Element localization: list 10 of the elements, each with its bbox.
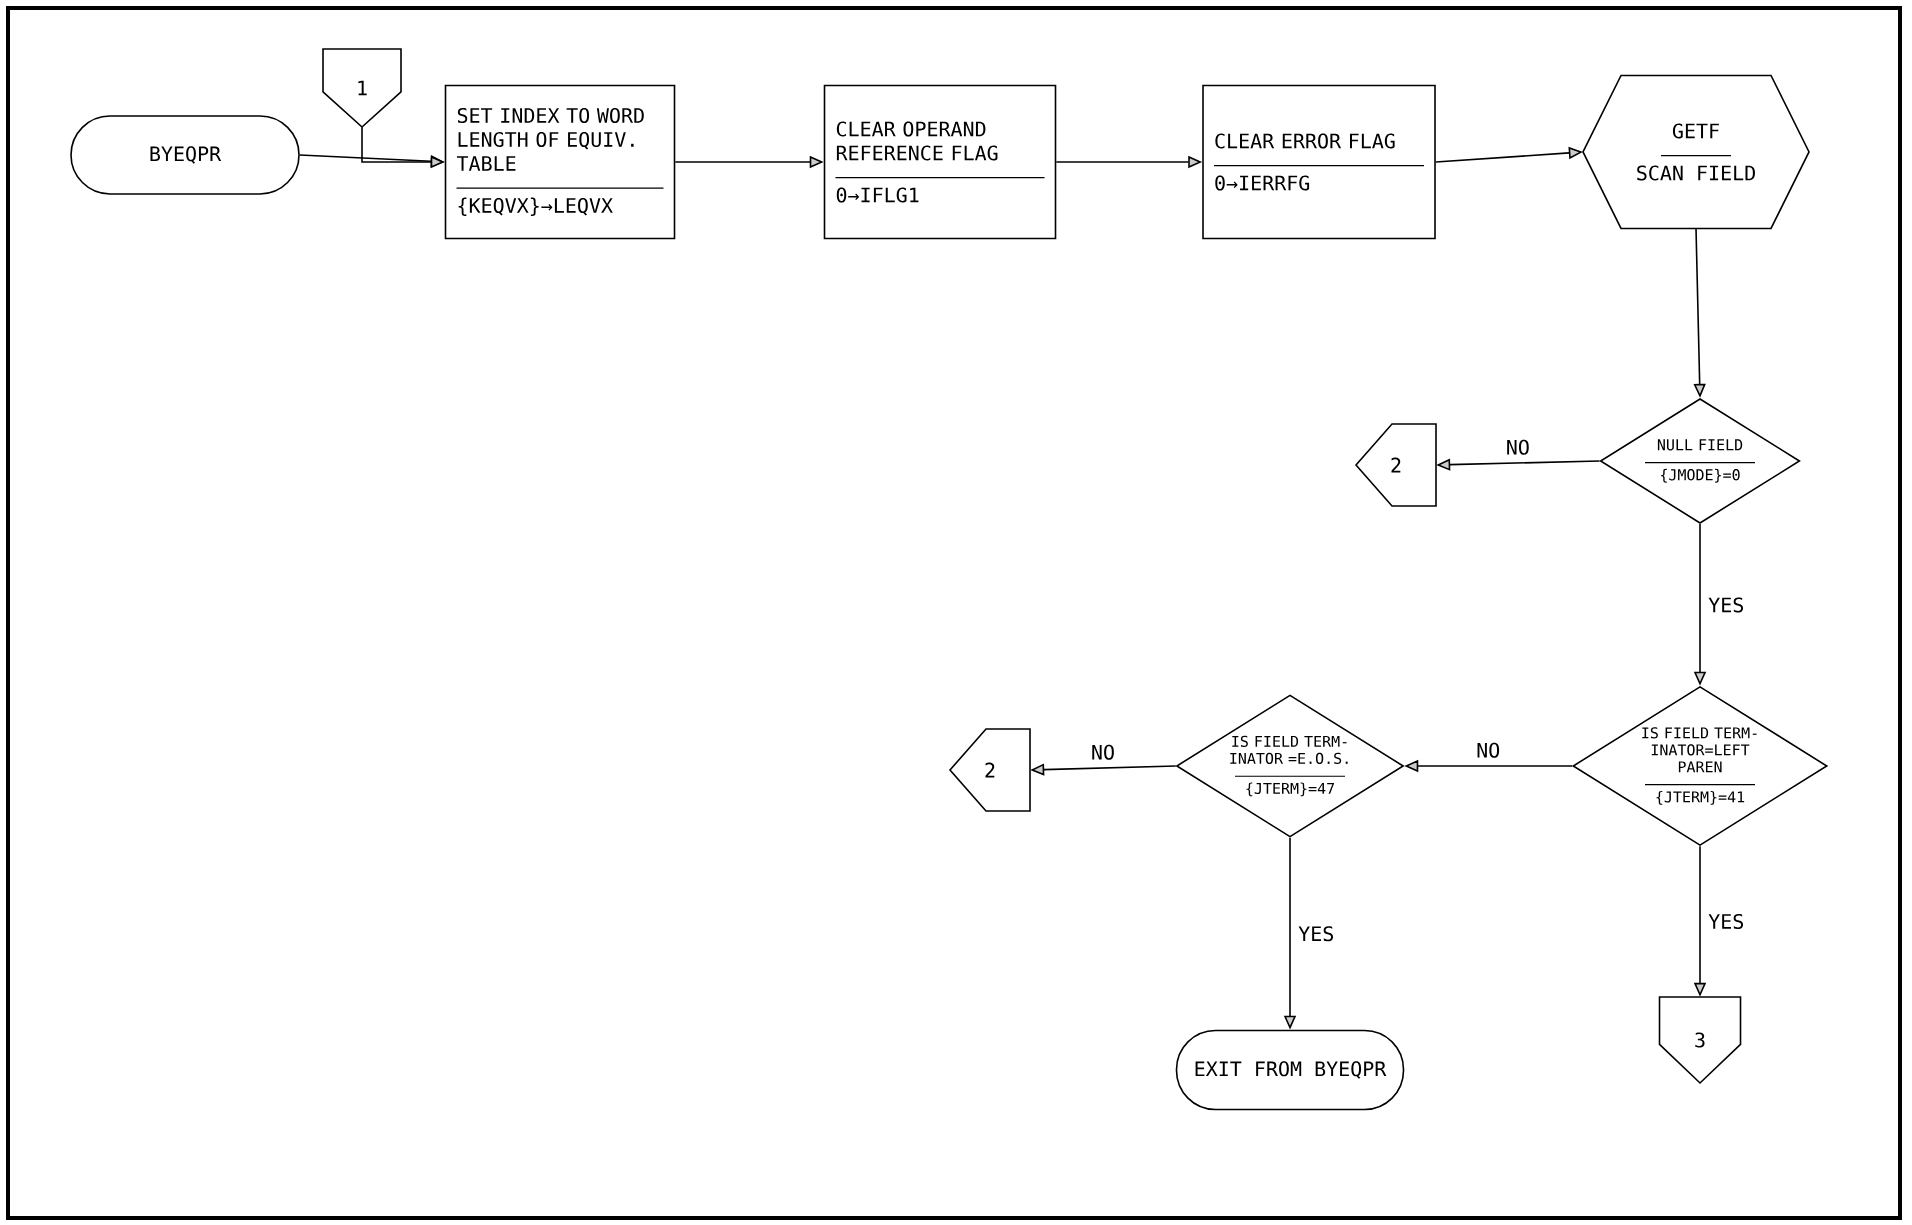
process-box: CLEAR ERROR FLAG 0→IERRFG xyxy=(1202,84,1436,240)
edge-label: NO xyxy=(1474,740,1503,760)
subroutine-hexagon: GETF SCAN FIELD xyxy=(1582,74,1810,230)
edge-label: NO xyxy=(1088,742,1117,762)
process-box: SET INDEX TO WORD LENGTH OF EQUIV. TABLE {KEQVX}→LEQVX xyxy=(444,84,676,240)
edge-label: YES xyxy=(1706,911,1747,932)
edge-label: YES xyxy=(1706,595,1747,615)
edge-label: NO xyxy=(1503,437,1532,457)
edge-label: YES xyxy=(1296,924,1337,944)
process-box: CLEAR OPERAND REFERENCE FLAG 0→IFLG1 xyxy=(823,84,1057,240)
